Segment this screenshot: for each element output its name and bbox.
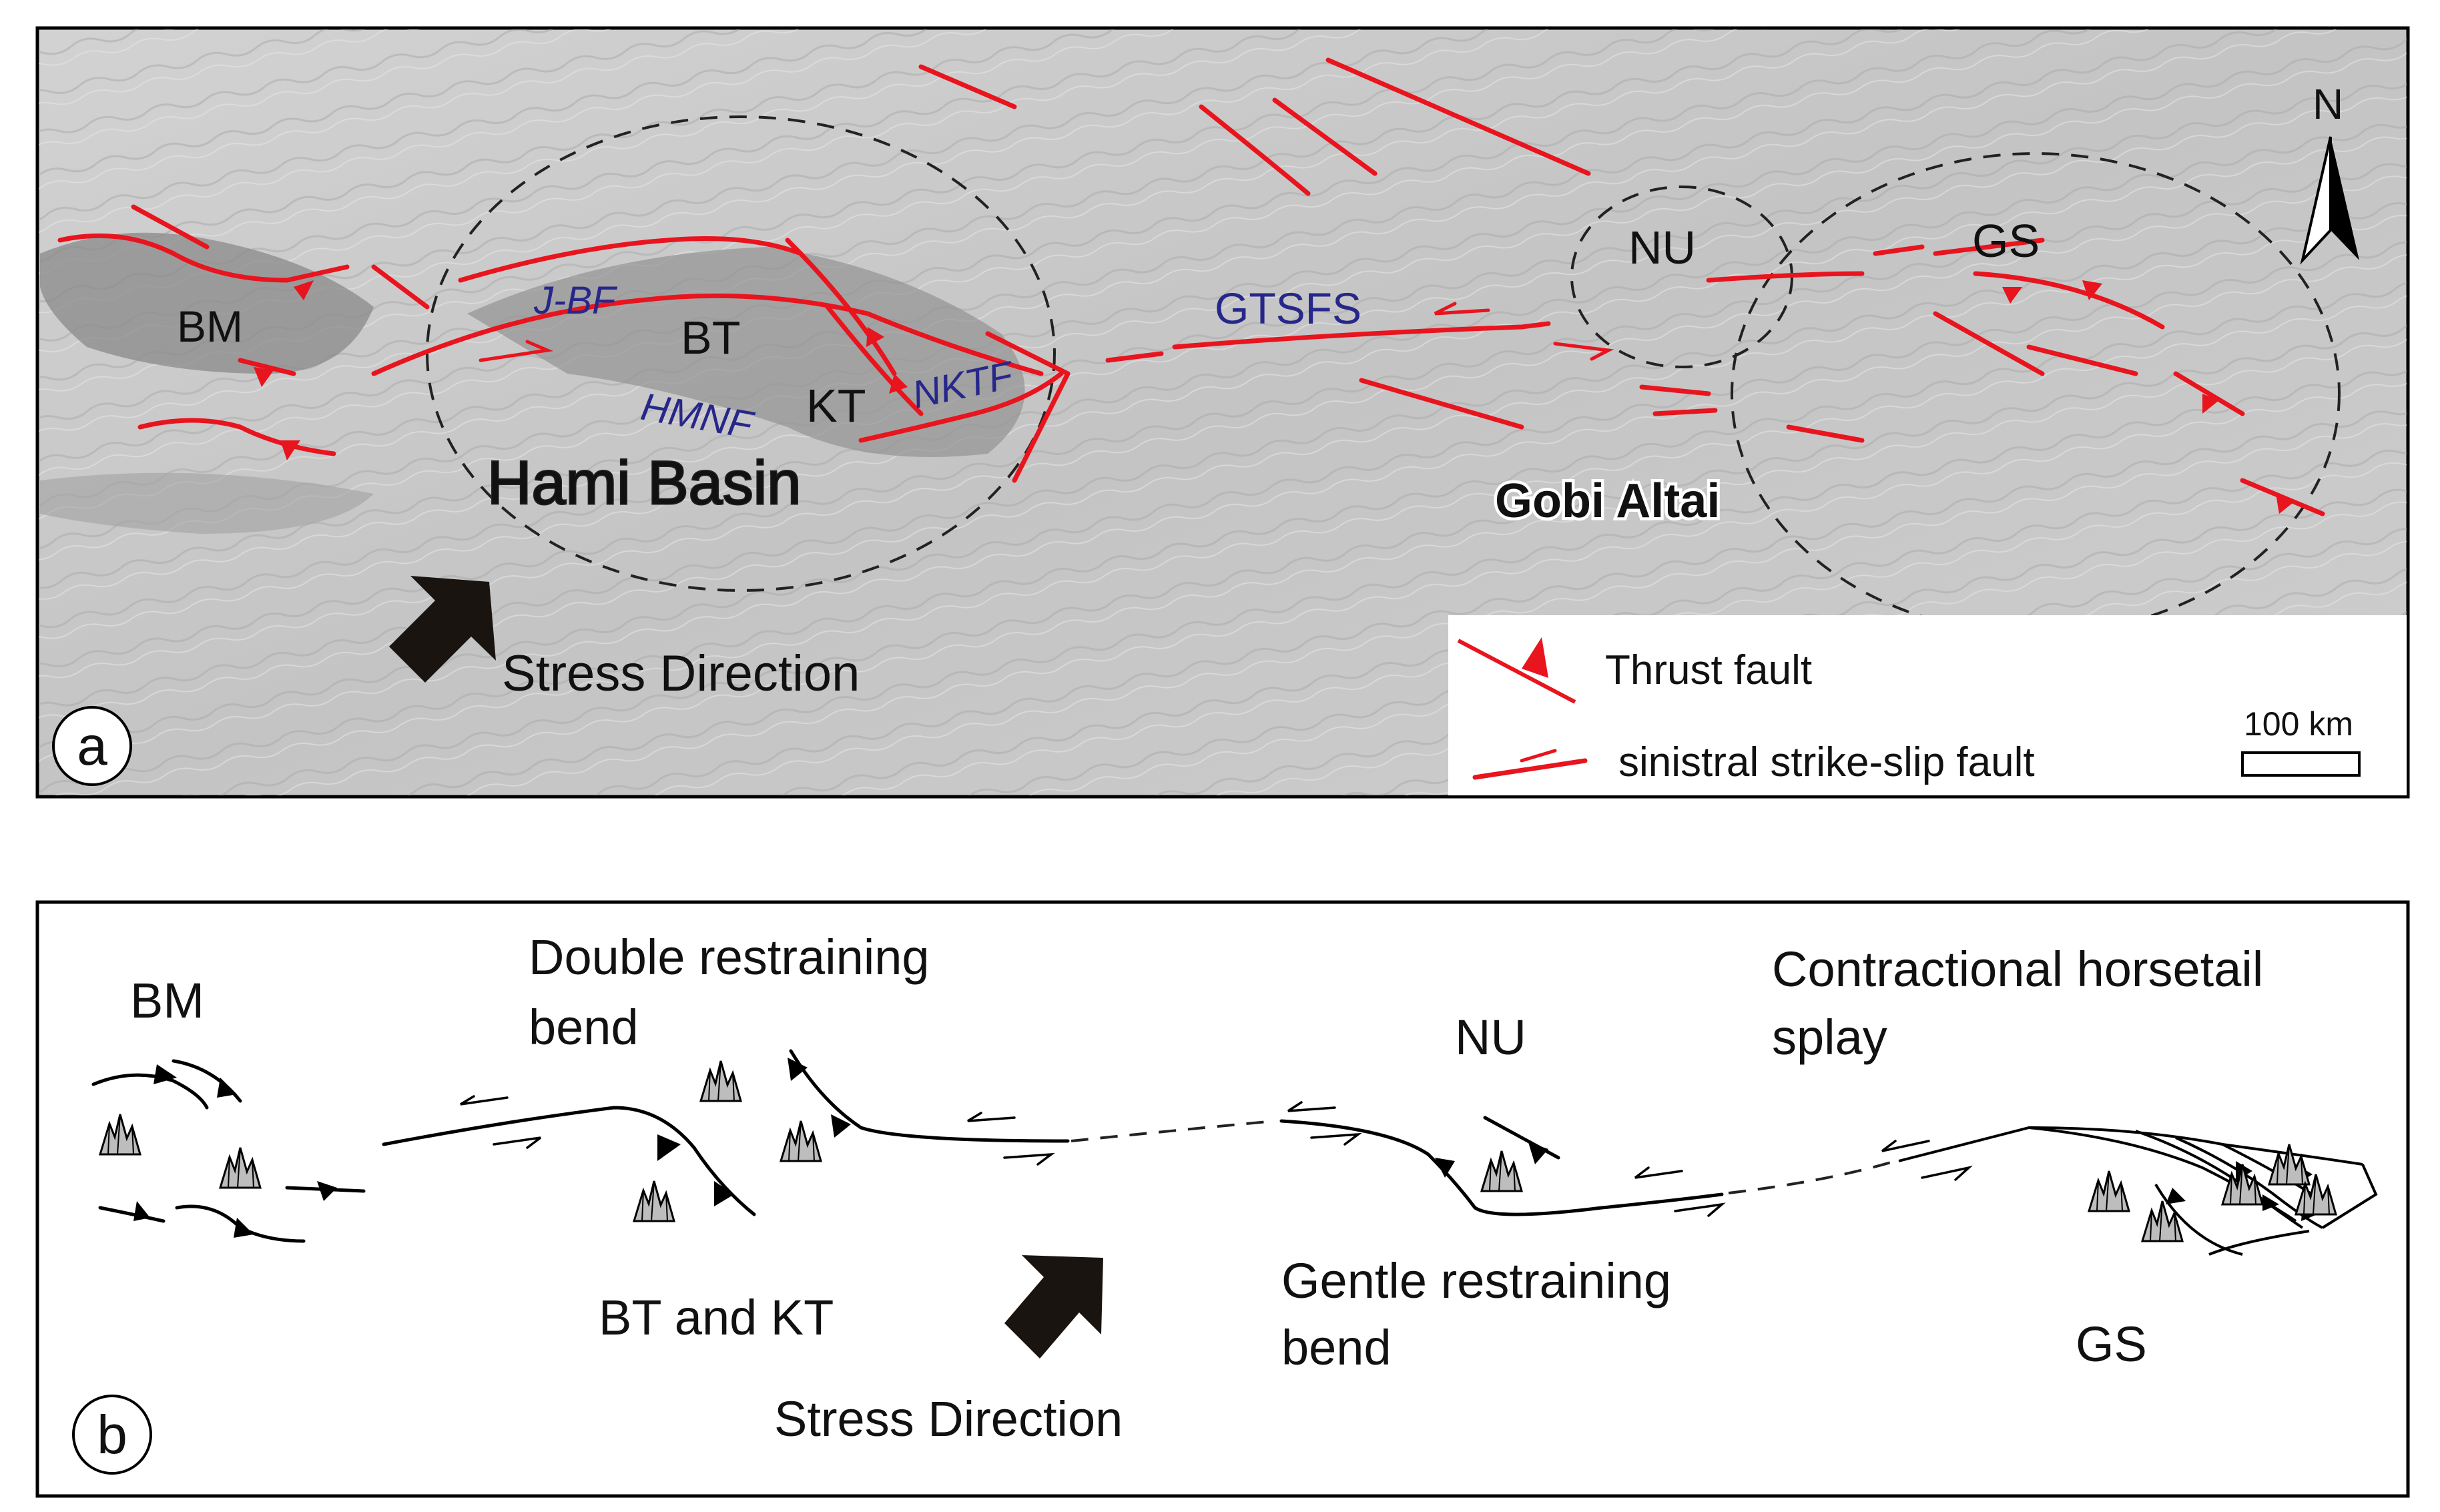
double-bend-fault [382, 1106, 756, 1216]
panel-b: BM Double restraining bend BT and KT Str… [35, 900, 2410, 1498]
label-bm-b: BM [130, 973, 204, 1028]
gs-ellipse [1731, 152, 2341, 635]
nktf-tooth-1 [788, 1058, 808, 1081]
label-jbf: J-BF [533, 279, 618, 322]
scale-label: 100 km [2244, 705, 2353, 743]
label-bt: BT [681, 312, 740, 364]
scale-bar [2241, 751, 2361, 777]
double-bend-tooth-2 [714, 1181, 734, 1206]
legend: Thrust fault sinistral strike-slip fault… [1448, 615, 2407, 795]
label-horsetail-2: splay [1772, 1010, 1887, 1065]
label-horsetail-1: Contractional horsetail [1772, 941, 2263, 997]
label-stress-b: Stress Direction [774, 1391, 1123, 1447]
label-nu-a: NU [1628, 222, 1696, 274]
label-gentle-1: Gentle restraining [1281, 1253, 1671, 1308]
bm-massif [40, 232, 374, 374]
thrust-teeth [254, 280, 2296, 514]
panel-b-letter-circle [72, 1395, 152, 1475]
north-arrow: N [2300, 80, 2359, 265]
panel-b-frame [35, 900, 2410, 1498]
panel-a-letter: a [77, 716, 107, 777]
slip-arrows-a [479, 302, 1614, 362]
nu-tooth-2 [1528, 1142, 1548, 1164]
stress-arrow-b [1004, 1255, 1103, 1359]
north-label: N [2313, 80, 2343, 128]
double-bend-tooth-1 [657, 1134, 681, 1161]
dashed-link-2 [1728, 1160, 1896, 1194]
nu-tooth-1 [1435, 1158, 1455, 1178]
label-bm: BM [177, 302, 243, 351]
nu-gentle-bend [1279, 1119, 1724, 1216]
bt-kt-massif [467, 247, 1025, 457]
label-gs-a: GS [1972, 215, 2040, 267]
label-gs-b: GS [2076, 1316, 2147, 1372]
label-hami-basin: Hami Basin [487, 449, 801, 517]
panel-b-letter: b [97, 1405, 127, 1465]
nktf-schematic [789, 1049, 1070, 1143]
label-kt: KT [806, 380, 866, 432]
panel-a: BM J-BF BT HMNF KT NKTF Hami Basin GTSFS… [35, 26, 2410, 799]
fault-traces [57, 57, 2325, 516]
bm-faults [91, 1059, 366, 1243]
dashed-link-1 [1071, 1120, 1275, 1142]
label-bt-kt: BT and KT [599, 1290, 834, 1345]
label-double-1: Double restraining [529, 929, 930, 985]
label-nu-b: NU [1455, 1010, 1526, 1065]
label-gentle-2: bend [1281, 1320, 1392, 1375]
label-gobi-altai: Gobi Altai [1495, 474, 1720, 528]
stress-arrow-a [389, 576, 496, 683]
south-ridge [40, 472, 374, 534]
panel-a-letter-circle [52, 706, 132, 786]
label-gtsfs: GTSFS [1215, 284, 1361, 333]
slip-arrows-b [460, 1095, 1973, 1217]
legend-thrust: Thrust fault [1605, 647, 1812, 693]
stress-direction-a: Stress Direction [502, 645, 860, 702]
label-double-2: bend [529, 1000, 639, 1055]
nktf-tooth-2 [831, 1114, 851, 1138]
legend-strike-slip: sinistral strike-slip fault [1618, 739, 2035, 785]
